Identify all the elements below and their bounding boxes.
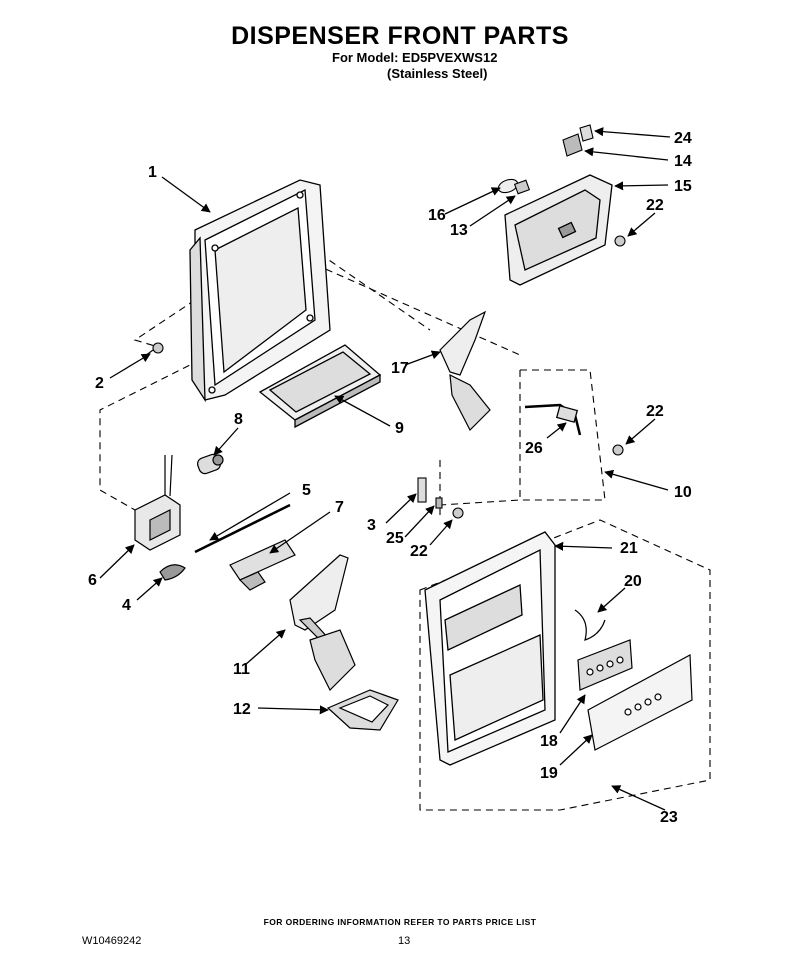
- callout-11: 11: [233, 661, 250, 678]
- bracket-parts-14-24: [562, 124, 594, 157]
- callout-15: 15: [674, 178, 692, 195]
- callout-16: 16: [428, 207, 446, 224]
- callout-18: 18: [540, 733, 558, 750]
- callout-2: 2: [95, 375, 104, 392]
- chute-housing-part-1: [189, 179, 331, 403]
- callout-22-right: 22: [646, 403, 664, 420]
- funnel-part-12: [326, 689, 399, 731]
- callout-22-top: 22: [646, 197, 664, 214]
- control-board-parts-18-20: [574, 609, 633, 691]
- callout-13: 13: [450, 222, 468, 239]
- document-number: W10469242: [82, 935, 142, 947]
- overlay-part-19: [587, 654, 693, 751]
- callout-labels: 1 2 3 4 5 6 7 8 9 10 11 12 13 14 15 16 1…: [88, 130, 692, 826]
- ice-paddle-part-11: [289, 554, 356, 692]
- screws-part-22: [452, 235, 626, 519]
- screw-part-2: [144, 342, 164, 357]
- callout-22-middle: 22: [410, 543, 428, 560]
- callout-14: 14: [674, 153, 692, 170]
- ordering-note: FOR ORDERING INFORMATION REFER TO PARTS …: [263, 917, 537, 927]
- clip-parts-3-25: [417, 477, 443, 509]
- callout-9: 9: [395, 420, 404, 437]
- callout-4: 4: [122, 597, 131, 614]
- callout-17: 17: [391, 360, 409, 377]
- callout-26: 26: [525, 440, 543, 457]
- model-line: For Model: ED5PVEXWS12: [332, 50, 498, 65]
- leader-lines: [99, 127, 671, 811]
- page-number: 13: [398, 935, 411, 947]
- callout-5: 5: [302, 482, 311, 499]
- lever-part-26: [524, 403, 582, 436]
- callout-12: 12: [233, 701, 251, 718]
- callout-3: 3: [367, 517, 376, 534]
- callout-23: 23: [660, 809, 678, 826]
- callout-21: 21: [620, 540, 638, 557]
- callout-25: 25: [386, 530, 404, 547]
- callout-20: 20: [624, 573, 642, 590]
- front-panel-part-21: [424, 531, 556, 766]
- callout-1: 1: [148, 164, 157, 181]
- water-paddle-part-17: [439, 310, 491, 432]
- switch-module-part-6: [134, 454, 181, 551]
- page-title: DISPENSER FRONT PARTS: [231, 22, 569, 50]
- callout-24: 24: [674, 130, 692, 147]
- callout-19: 19: [540, 765, 558, 782]
- bulb-parts-13-16: [497, 178, 531, 195]
- solenoid-part-8: [197, 453, 224, 475]
- callout-6: 6: [88, 572, 97, 589]
- control-housing-part-15: [504, 174, 613, 286]
- callout-8: 8: [234, 411, 243, 428]
- callout-7: 7: [335, 499, 344, 516]
- finish-line: (Stainless Steel): [387, 66, 488, 81]
- callout-10: 10: [674, 484, 692, 501]
